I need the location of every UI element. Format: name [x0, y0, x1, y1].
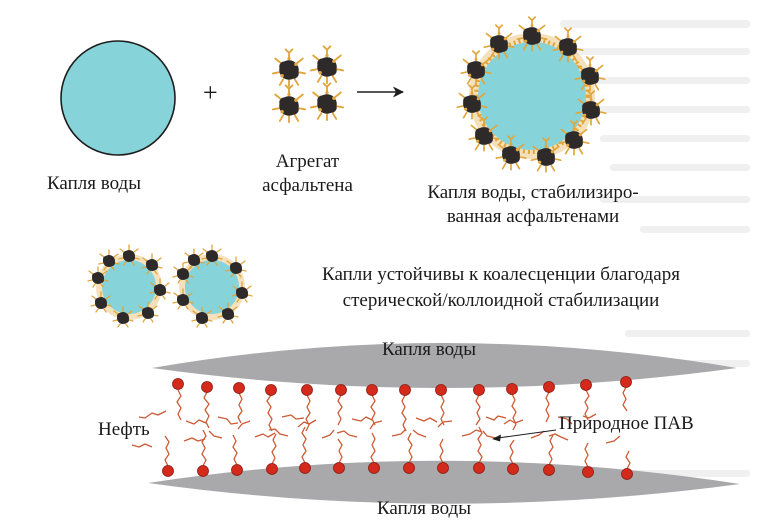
stabilized-drop-label: Капля воды, стабилизиро- ванная асфальте… [404, 181, 662, 229]
plus-sign: + [203, 80, 218, 106]
surfactant-label: Природное ПАВ [559, 412, 694, 436]
aggregate-label-line1: Агрегат [255, 150, 360, 174]
stabilized-drop-label-line2: ванная асфальтенами [404, 205, 662, 229]
coalescence-note-line2: стерической/коллоидной стабилизации [263, 288, 739, 314]
aggregate-label: Агрегат асфальтена [255, 150, 360, 198]
water-drop-label: Капля воды [47, 172, 141, 196]
surfactant-molecules [132, 387, 630, 469]
aggregate-label-line2: асфальтена [255, 174, 360, 198]
stabilized-water-drop [457, 17, 605, 172]
stabilized-drop-label-line1: Капля воды, стабилизиро- [404, 181, 662, 205]
asphaltene-aggregates [273, 46, 343, 122]
reaction-arrow [357, 87, 404, 98]
coalescence-note: Капли устойчивы к коалесценции благодаря… [263, 262, 739, 314]
small-stabilized-drops [88, 245, 252, 327]
top-drop-label: Капля воды [382, 338, 476, 362]
surfactant-pointer [492, 430, 556, 442]
coalescence-note-line1: Капли устойчивы к коалесценции благодаря [263, 262, 739, 288]
bottom-drop-label: Капля воды [377, 497, 471, 521]
oil-label: Нефть [98, 418, 150, 442]
water-drop [61, 41, 175, 155]
